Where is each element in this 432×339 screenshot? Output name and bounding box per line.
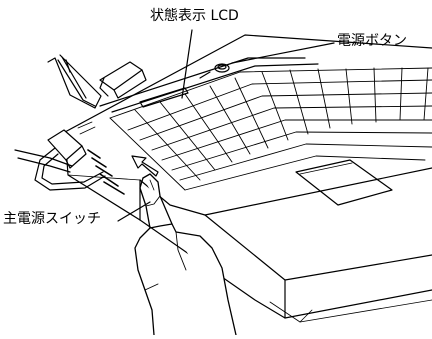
switch-arrow [131, 155, 159, 177]
power-button-label: 電源ボタン [337, 33, 407, 49]
laptop-body [64, 34, 432, 323]
hand [134, 173, 237, 336]
power-cable [14, 129, 106, 191]
side-vents [77, 121, 125, 195]
laptop-lid [47, 54, 102, 109]
status-lcd-label: 状態表示 LCD [150, 8, 239, 24]
touch-pad [295, 159, 393, 206]
main-power-switch-label: 主電源スイッチ [3, 211, 101, 227]
leader-lines [117, 29, 335, 222]
hinge [99, 61, 147, 99]
power-button [199, 63, 230, 79]
keyboard [109, 67, 432, 191]
status-lcd-strip [99, 57, 319, 113]
